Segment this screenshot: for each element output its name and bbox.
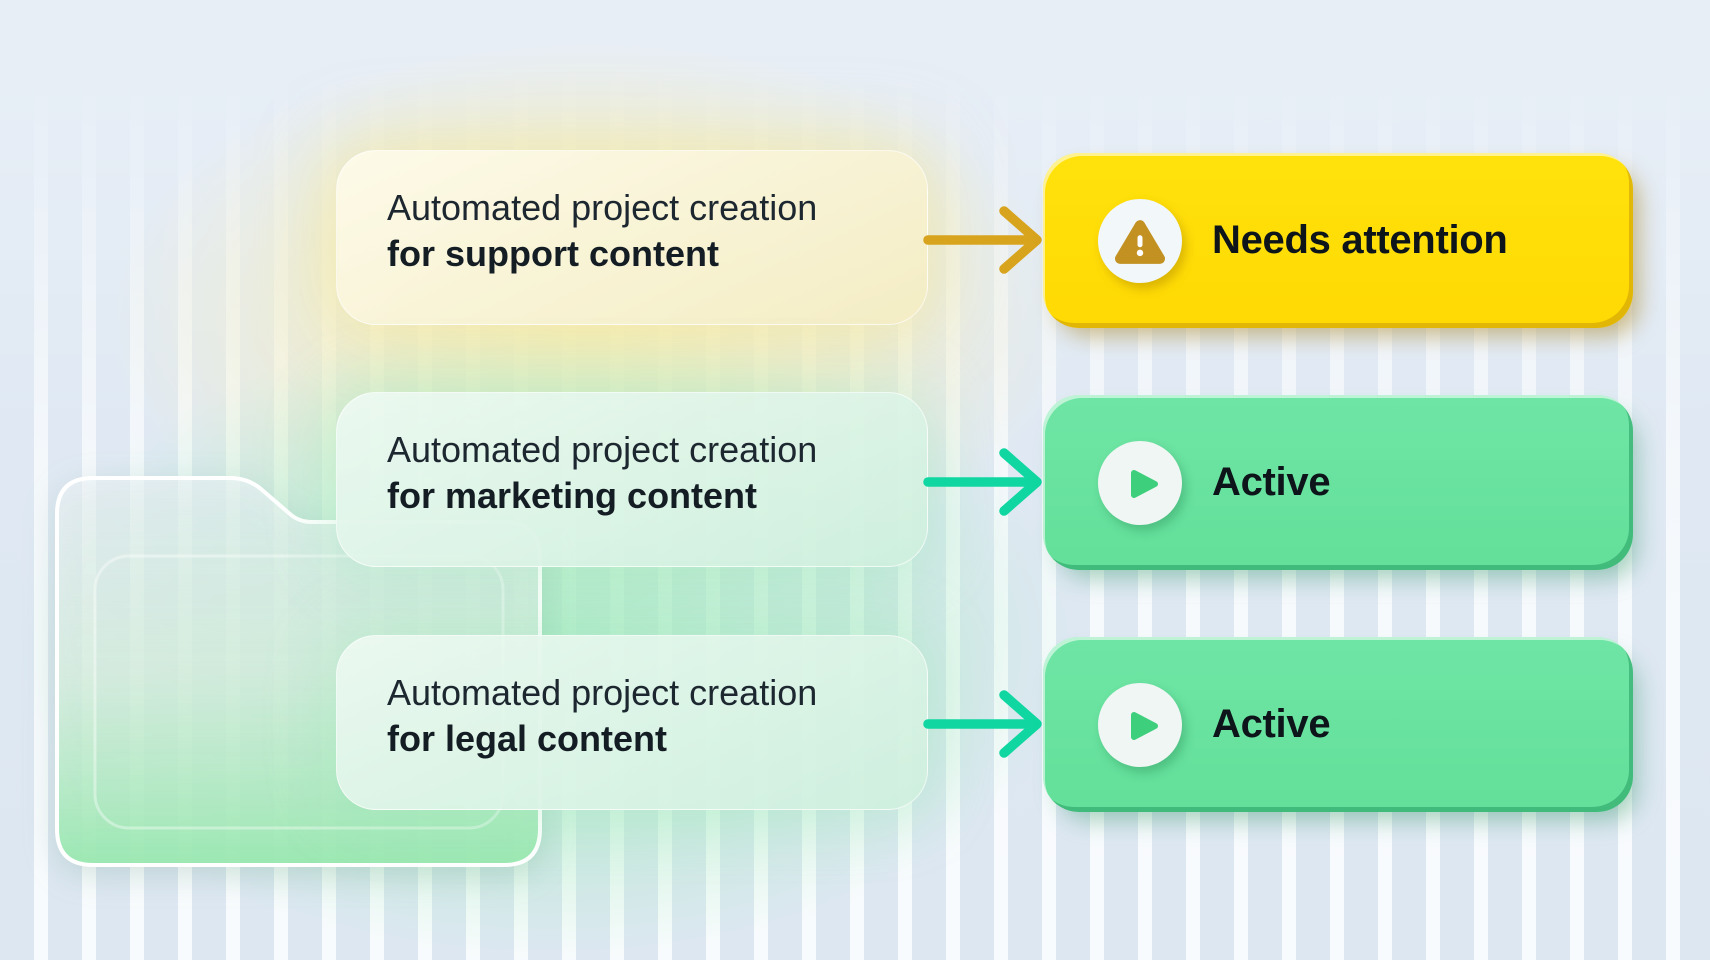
status-badge-label: Active [1212, 702, 1331, 746]
warning-icon [1098, 198, 1182, 283]
status-badge-label: Active [1212, 460, 1331, 504]
play-icon [1098, 682, 1182, 767]
card-title-line2: for marketing content [387, 474, 758, 516]
card-title-line1: Automated project creation [387, 671, 818, 713]
status-badge-label: Needs attention [1212, 218, 1508, 262]
automation-card-support: Automated project creation for support c… [336, 150, 928, 325]
card-title-line2: for legal content [387, 717, 668, 759]
automation-card-text: Automated project creation for support c… [387, 185, 817, 277]
card-title-line1: Automated project creation [387, 428, 818, 470]
status-badge-active: Active [1043, 395, 1633, 570]
automation-card-legal: Automated project creation for legal con… [336, 635, 928, 810]
automation-card-text: Automated project creation for marketing… [387, 427, 817, 519]
card-title-line1: Automated project creation [387, 186, 818, 228]
automation-card-text: Automated project creation for legal con… [387, 670, 817, 762]
status-badge-active: Active [1043, 637, 1633, 812]
card-title-line2: for support content [387, 232, 719, 274]
status-badge-needs-attention: Needs attention [1043, 153, 1633, 328]
automation-card-marketing: Automated project creation for marketing… [336, 392, 928, 567]
play-icon [1098, 440, 1182, 525]
